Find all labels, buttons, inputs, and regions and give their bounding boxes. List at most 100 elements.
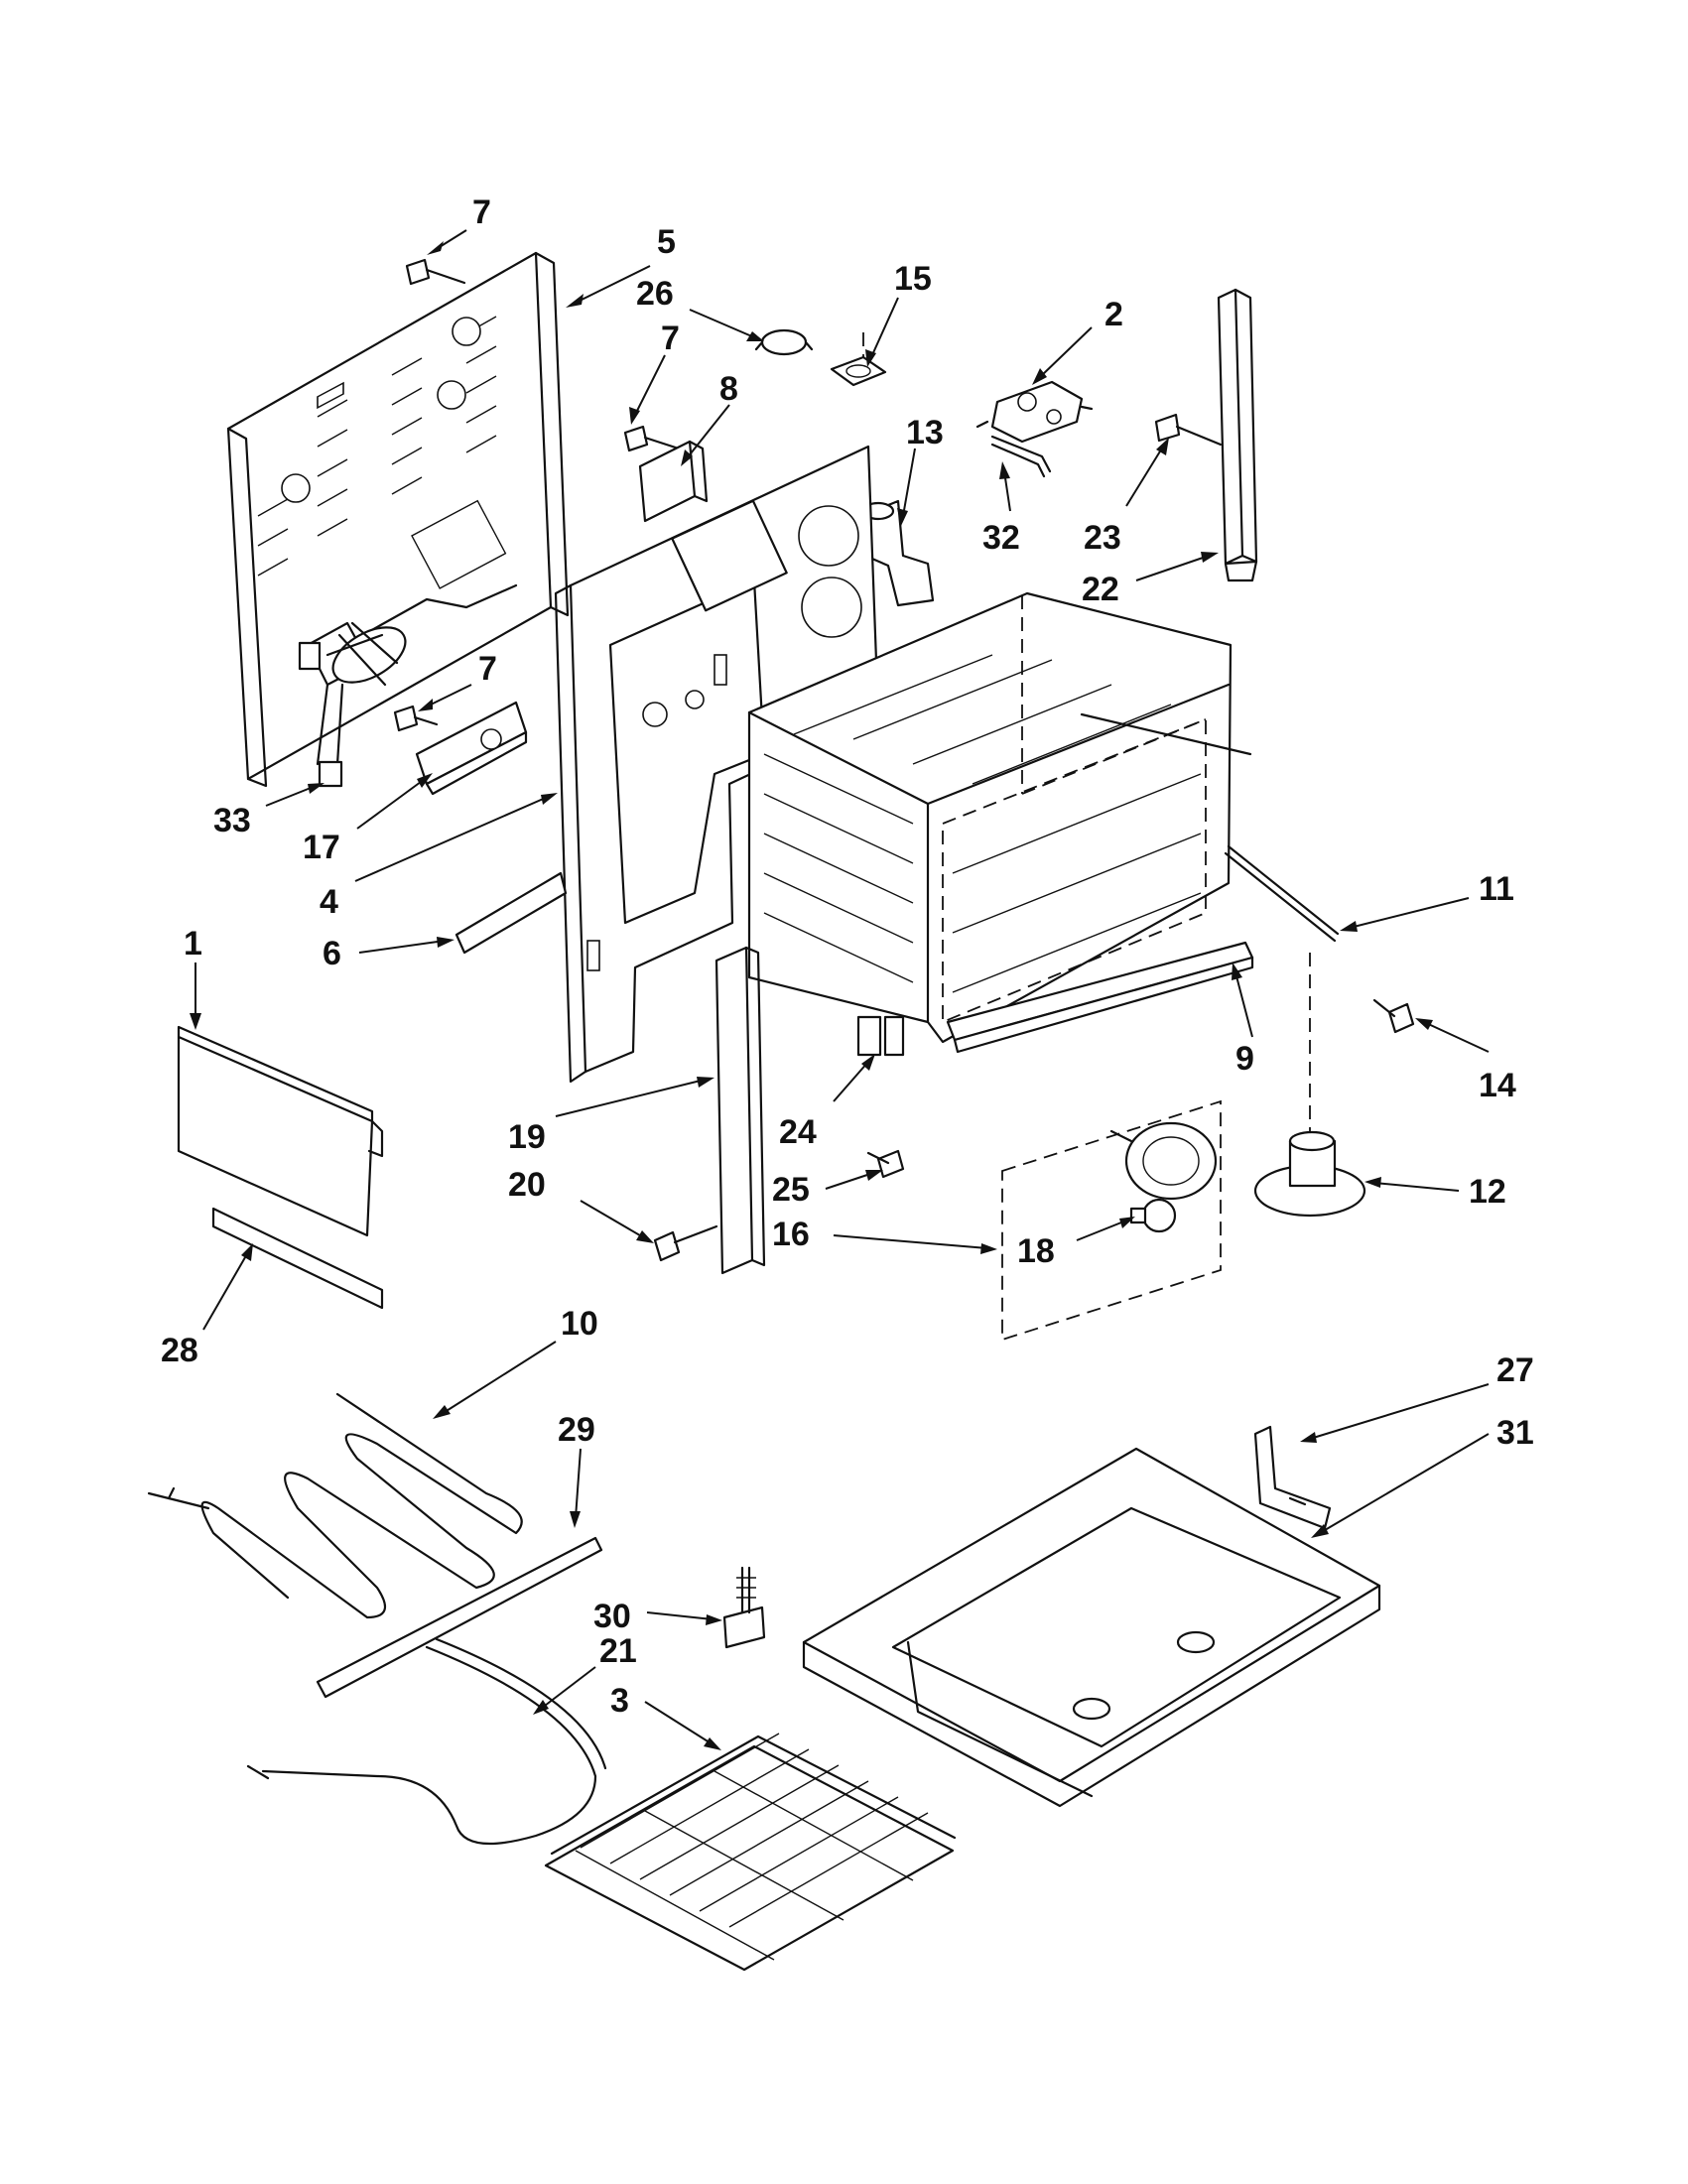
- screw-part-7-c: [393, 705, 439, 732]
- callout-18: 18: [1017, 1217, 1135, 1270]
- gasket-part-15: [830, 332, 887, 387]
- callout-label: 28: [161, 1332, 198, 1369]
- callout-33: 33: [213, 783, 325, 839]
- valve-part-2: [975, 380, 1094, 444]
- side-rail-part-22: [1217, 288, 1258, 582]
- base-pan-part-31: [802, 1447, 1381, 1808]
- callout-label: 31: [1496, 1414, 1534, 1452]
- callout-30: 30: [593, 1598, 722, 1635]
- callout-label: 25: [772, 1171, 810, 1209]
- callout-25: 25: [772, 1170, 883, 1209]
- screw-part-7: [405, 258, 466, 286]
- callout-label: 20: [508, 1166, 546, 1204]
- bracket-part-8: [638, 440, 709, 523]
- callout-1: 1: [184, 925, 202, 1030]
- callout-label: 4: [320, 883, 338, 921]
- callout-label: 11: [1479, 870, 1514, 908]
- fan-motor-part-33: [298, 621, 407, 788]
- fan-bracket-part-17: [415, 701, 528, 796]
- anti-tip-bracket-part-27: [1253, 1425, 1332, 1530]
- broil-element-part-10: [147, 1392, 523, 1619]
- callout-label: 23: [1084, 519, 1121, 557]
- vent-collar-part-12: [1253, 953, 1366, 1218]
- callout-label: 14: [1479, 1067, 1516, 1104]
- tube-part-32: [990, 435, 1052, 478]
- callout-15: 15: [865, 260, 932, 367]
- callout-label: 9: [1235, 1040, 1254, 1078]
- callouts: 7 5 26 15 2 7 8 13: [161, 193, 1534, 1750]
- rod-part-11: [1224, 844, 1340, 943]
- callout-label: 24: [779, 1113, 817, 1151]
- callout-11: 11: [1340, 870, 1514, 932]
- callout-13: 13: [897, 414, 944, 526]
- callout-9: 9: [1232, 963, 1254, 1078]
- callout-label: 32: [982, 519, 1020, 557]
- callout-label: 7: [472, 193, 491, 231]
- screw-part-7-b: [623, 425, 687, 452]
- callout-22: 22: [1082, 552, 1219, 608]
- callout-label: 26: [636, 275, 674, 313]
- callout-label: 15: [894, 260, 932, 298]
- callout-32: 32: [982, 461, 1020, 557]
- trim-strip-part-6: [454, 871, 568, 955]
- door-lock-part-24: [856, 1015, 905, 1057]
- callout-7a: 7: [427, 193, 491, 255]
- light-kit-part-16: [1001, 1099, 1222, 1342]
- callout-17: 17: [303, 773, 433, 866]
- callout-label: 16: [772, 1216, 810, 1253]
- bake-element-part-21: [246, 1637, 607, 1846]
- callout-label: 12: [1469, 1173, 1506, 1211]
- callout-24: 24: [779, 1054, 875, 1151]
- strip-part-28: [211, 1207, 384, 1310]
- callout-label: 6: [323, 935, 341, 972]
- callout-31: 31: [1311, 1414, 1534, 1538]
- callout-label: 1: [184, 925, 202, 963]
- callout-label: 13: [906, 414, 944, 451]
- callout-label: 5: [657, 223, 676, 261]
- callout-4: 4: [320, 793, 558, 921]
- callout-5: 5: [566, 223, 676, 308]
- callout-label: 2: [1104, 296, 1123, 333]
- screw-part-14: [1372, 998, 1415, 1034]
- callout-28: 28: [161, 1243, 253, 1369]
- callout-19: 19: [508, 1077, 714, 1156]
- oven-frame-part-4: [554, 445, 880, 1084]
- callout-label: 21: [599, 1632, 637, 1670]
- bar-part-29: [316, 1536, 603, 1699]
- callout-12: 12: [1364, 1173, 1506, 1211]
- callout-label: 19: [508, 1118, 546, 1156]
- callout-14: 14: [1415, 1018, 1516, 1104]
- callout-label: 7: [661, 320, 680, 357]
- callout-label: 27: [1496, 1351, 1534, 1389]
- callout-3: 3: [610, 1682, 721, 1750]
- callout-label: 8: [719, 370, 738, 408]
- callout-label: 18: [1017, 1232, 1055, 1270]
- callout-10: 10: [433, 1305, 598, 1419]
- callout-label: 7: [478, 650, 497, 688]
- callout-23: 23: [1084, 438, 1169, 557]
- callout-label: 29: [558, 1411, 595, 1449]
- screw-part-20: [653, 1224, 718, 1262]
- screw-part-23: [1154, 413, 1223, 447]
- callout-label: 22: [1082, 571, 1119, 608]
- callout-16: 16: [772, 1216, 997, 1254]
- oven-cavity: [747, 591, 1252, 1044]
- callout-7b: 7: [629, 320, 680, 425]
- callout-21: 21: [533, 1632, 637, 1715]
- vertical-trim-part-19: [714, 946, 766, 1275]
- callout-20: 20: [508, 1166, 654, 1243]
- callout-26: 26: [636, 275, 764, 341]
- callout-label: 30: [593, 1598, 631, 1635]
- callout-2: 2: [1032, 296, 1123, 385]
- leveling-leg-part-30: [722, 1566, 766, 1649]
- callout-29: 29: [558, 1411, 595, 1528]
- callout-8: 8: [681, 370, 738, 466]
- side-panel-part-1: [177, 1025, 384, 1237]
- front-trim-part-9: [946, 941, 1254, 1054]
- oven-rack-part-3: [544, 1733, 957, 1972]
- callout-6: 6: [323, 935, 454, 972]
- callout-label: 17: [303, 829, 340, 866]
- callout-label: 10: [561, 1305, 598, 1343]
- callout-27: 27: [1300, 1351, 1534, 1443]
